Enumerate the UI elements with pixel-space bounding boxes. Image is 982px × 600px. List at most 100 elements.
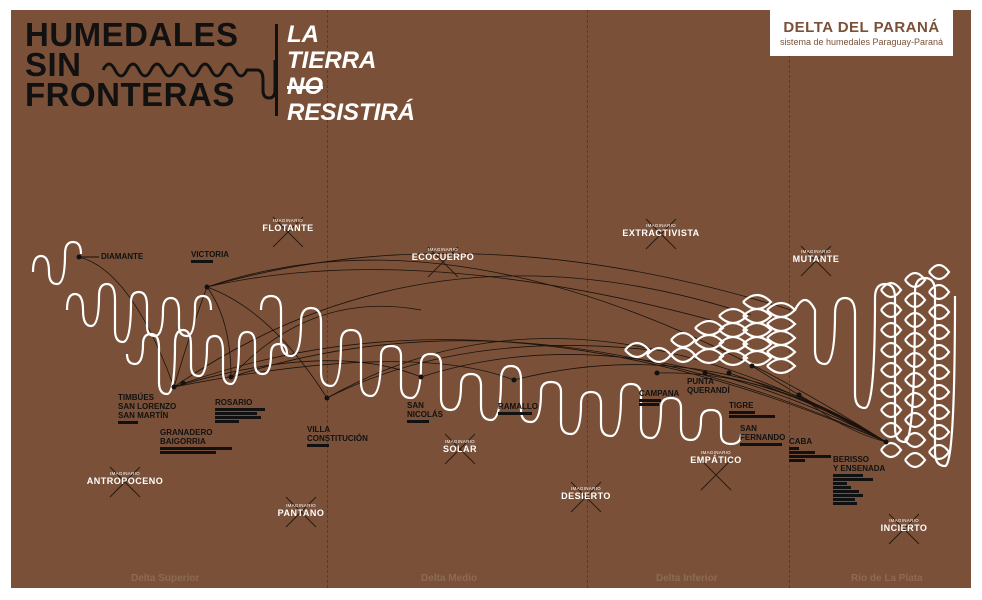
place-name: RAMALLO <box>498 402 538 411</box>
place-victoria: VICTORIA <box>191 250 229 263</box>
imaginario-pantano: IMAGINARIO PANTANO <box>271 503 331 518</box>
info-bar <box>118 421 138 424</box>
imaginario-label: IMAGINARIO <box>444 439 475 444</box>
info-bar <box>160 451 216 454</box>
place-name: CAMPANA <box>639 389 680 398</box>
imaginario-label: IMAGINARIO <box>700 450 731 455</box>
place-name: FERNANDO <box>740 433 786 442</box>
place-diamante: DIAMANTE <box>101 252 144 261</box>
imaginario-label: IMAGINARIO <box>285 503 316 508</box>
poster: HUMEDALES SIN FRONTERAS LA TIERRA NO RES… <box>11 10 971 588</box>
main-title: HUMEDALES SIN FRONTERAS <box>25 16 239 113</box>
info-bar <box>191 260 213 263</box>
place-name: Y ENSENADA <box>833 464 886 473</box>
title-line-3: FRONTERAS <box>25 76 235 113</box>
brand-subtitle: sistema de humedales Paraguay-Paraná <box>779 37 944 47</box>
info-bar <box>215 420 239 423</box>
imaginario-flotante: IMAGINARIO FLOTANTE <box>258 218 318 233</box>
place-name: QUERANDÍ <box>687 386 730 395</box>
place-san-fernando: SAN FERNANDO <box>740 424 785 446</box>
info-bar <box>833 498 855 501</box>
slogan-line-2: TIERRA <box>287 47 377 74</box>
place-name: SAN MARTÍN <box>118 411 169 420</box>
place-tigre: TIGRE <box>729 401 775 418</box>
title-line-2: SIN <box>25 46 82 83</box>
imaginario-label: IMAGINARIO <box>800 249 831 254</box>
place-name: TIMBÚES <box>118 393 154 402</box>
connection-arcs <box>78 253 887 443</box>
imaginario-label: IMAGINARIO <box>570 486 601 491</box>
place-timbues: TIMBÚES SAN LORENZO SAN MARTÍN <box>118 393 176 424</box>
fold-line <box>789 10 790 588</box>
imaginario-antropoceno: IMAGINARIO ANTROPOCENO <box>80 471 170 486</box>
info-bar <box>833 494 863 497</box>
imaginario-solar: IMAGINARIO SOLAR <box>430 439 490 454</box>
info-bar <box>215 416 261 419</box>
place-name: CONSTITUCIÓN <box>307 434 368 443</box>
info-bar <box>639 403 659 406</box>
imaginario-mutante: IMAGINARIO MUTANTE <box>786 249 846 264</box>
place-name: SAN <box>407 401 424 410</box>
fold-line <box>587 10 588 588</box>
imaginario-name: INCIERTO <box>880 523 928 533</box>
river-meanders <box>31 240 743 446</box>
place-campana: CAMPANA <box>639 389 679 406</box>
info-bar <box>498 412 532 415</box>
region-delta-medio: Delta Medio <box>421 573 478 584</box>
place-punta-querandi: PUNTA QUERANDÍ <box>687 377 730 395</box>
place-berisso: BERISSO Y ENSENADA <box>833 455 885 505</box>
imaginario-label: IMAGINARIO <box>109 471 140 476</box>
imaginario-name: SOLAR <box>443 444 477 454</box>
place-caba: CABA <box>789 437 831 462</box>
info-bar <box>833 502 857 505</box>
place-rosario: ROSARIO <box>215 398 265 423</box>
place-name: TIGRE <box>729 401 754 410</box>
place-name: VICTORIA <box>191 250 230 259</box>
imaginario-name: EXTRACTIVISTA <box>622 228 700 238</box>
delta-coils <box>624 263 957 469</box>
slogan-line-1: LA <box>287 21 319 48</box>
cross-markers <box>109 216 920 545</box>
imaginario-name: ECOCUERPO <box>411 252 475 262</box>
imaginario-label: IMAGINARIO <box>272 218 303 223</box>
imaginario-name: PANTANO <box>277 508 325 518</box>
title-wave-icon <box>101 60 277 100</box>
place-name: ROSARIO <box>215 398 253 407</box>
place-name: VILLA <box>307 425 331 434</box>
fold-line <box>327 10 328 588</box>
place-villa-constitucion: VILLA CONSTITUCIÓN <box>307 425 368 447</box>
info-bar <box>407 420 429 423</box>
info-bar <box>833 482 847 485</box>
slogan-line-3: NO <box>287 73 323 100</box>
imaginario-ecocuerpo: IMAGINARIO ECOCUERPO <box>403 247 483 262</box>
info-bar <box>789 447 799 450</box>
place-ramallo: RAMALLO <box>498 402 538 415</box>
info-bar <box>215 408 265 411</box>
place-name: BAIGORRIA <box>160 437 206 446</box>
region-delta-superior: Delta Superior <box>131 573 200 584</box>
region-rio-de-la-plata: Río de La Plata <box>851 573 923 584</box>
place-name: NICOLÁS <box>407 410 443 419</box>
imaginario-extractivista: IMAGINARIO EXTRACTIVISTA <box>611 223 711 238</box>
imaginario-label: IMAGINARIO <box>427 247 458 252</box>
brand-box: DELTA DEL PARANÁ sistema de humedales Pa… <box>770 10 953 56</box>
info-bar <box>833 474 863 477</box>
title-line-1: HUMEDALES <box>25 16 239 53</box>
title-divider <box>275 24 278 116</box>
imaginario-empatico: IMAGINARIO EMPÁTICO <box>681 450 751 465</box>
imaginario-incierto: IMAGINARIO INCIERTO <box>869 518 939 533</box>
brand-name: DELTA DEL PARANÁ <box>783 19 940 36</box>
info-bar <box>833 486 851 489</box>
imaginario-desierto: IMAGINARIO DESIERTO <box>551 486 621 501</box>
slogan: LA TIERRA NO RESISTIRÁ <box>287 22 415 126</box>
info-bar <box>729 411 755 414</box>
place-name: BERISSO <box>833 455 870 464</box>
info-bar <box>833 490 859 493</box>
info-bar <box>639 399 661 402</box>
info-bar <box>160 447 232 450</box>
place-nodes <box>76 254 889 445</box>
place-san-nicolas: SAN NICOLÁS <box>407 401 443 423</box>
place-granadero: GRANADERO BAIGORRIA <box>160 428 232 454</box>
imaginario-label: IMAGINARIO <box>645 223 676 228</box>
imaginario-name: DESIERTO <box>561 491 611 501</box>
